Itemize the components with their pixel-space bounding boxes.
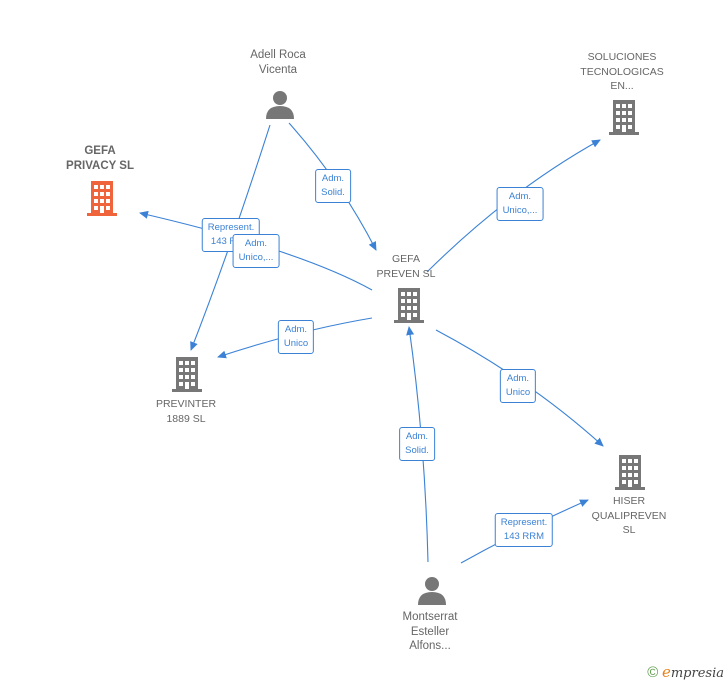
edge-badge-gefa-preven-to-gefa-privacy[interactable]: Adm. Unico,...: [232, 234, 280, 268]
edge-badge-adell-to-gefa-preven[interactable]: Adm. Solid.: [315, 169, 351, 203]
person-icon[interactable]: [417, 575, 447, 605]
node-label-gefa-privacy[interactable]: GEFA PRIVACY SL: [66, 145, 134, 172]
node-label-hiser[interactable]: HISER QUALIPREVEN SL: [591, 495, 667, 536]
edge-badge-gefa-preven-to-previnter[interactable]: Adm. Unico: [277, 320, 315, 354]
copyright-symbol: ©: [647, 664, 659, 681]
edge-badge-gefa-preven-to-hiser[interactable]: Adm. Unico: [499, 369, 537, 403]
brand-logo-initial: e: [661, 663, 671, 681]
person-icon[interactable]: [265, 89, 295, 119]
edge-badge-montserrat-to-hiser[interactable]: Represent. 143 RRM: [494, 513, 554, 547]
node-label-soluciones[interactable]: SOLUCIONES TECNOLOGICAS EN...: [580, 51, 664, 92]
building-icon[interactable]: [608, 100, 640, 135]
building-icon[interactable]: [86, 181, 118, 216]
building-icon[interactable]: [171, 357, 203, 392]
edge-badge-gefa-preven-to-soluciones[interactable]: Adm. Unico,...: [496, 187, 544, 221]
node-label-gefa-preven[interactable]: GEFA PREVEN SL: [376, 253, 436, 280]
brand-logo-text: mpresia: [670, 666, 724, 681]
building-icon[interactable]: [614, 455, 646, 490]
node-label-adell-roca[interactable]: Adell Roca Vicenta: [250, 49, 306, 76]
node-label-montserrat[interactable]: Montserrat Esteller Alfons...: [402, 611, 458, 652]
building-icon[interactable]: [393, 288, 425, 323]
footer-brand: © empresia: [647, 663, 724, 681]
edge-badge-montserrat-to-gefa-preven[interactable]: Adm. Solid.: [399, 427, 435, 461]
node-label-previnter[interactable]: PREVINTER 1889 SL: [155, 398, 217, 425]
